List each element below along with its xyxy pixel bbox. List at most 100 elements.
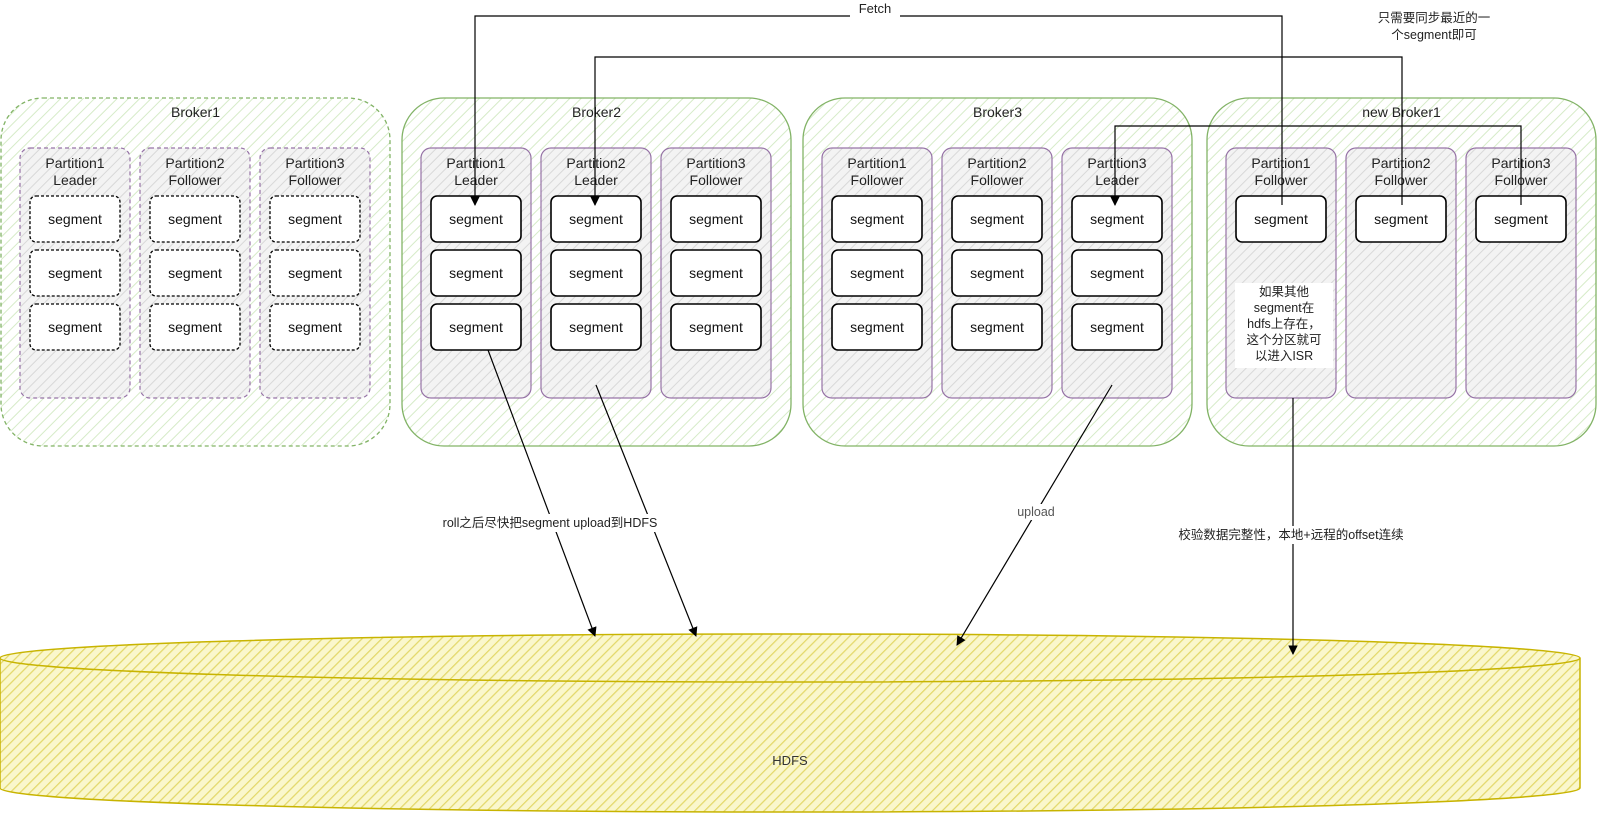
segment-label: segment bbox=[288, 319, 342, 335]
hdfs-label: HDFS bbox=[772, 753, 808, 768]
segment-label: segment bbox=[168, 211, 222, 227]
isr-note-line1: 如果其他 bbox=[1259, 284, 1310, 299]
segment-box: segment bbox=[430, 249, 522, 297]
segment-box: segment bbox=[149, 195, 241, 243]
segment-label: segment bbox=[569, 265, 623, 281]
segment-box: segment bbox=[550, 303, 642, 351]
partition-role: Follower bbox=[289, 172, 342, 188]
segment-box: segment bbox=[269, 249, 361, 297]
segment-frame bbox=[550, 195, 642, 243]
segment-frame bbox=[149, 303, 241, 351]
partition-role: Leader bbox=[574, 172, 618, 188]
segment-frame bbox=[269, 195, 361, 243]
isr-note-bg bbox=[1235, 283, 1333, 368]
segment-box: segment bbox=[670, 195, 762, 243]
segment-label: segment bbox=[168, 265, 222, 281]
segment-box: segment bbox=[951, 195, 1043, 243]
segment-label: segment bbox=[689, 319, 743, 335]
broker-title: Broker1 bbox=[171, 104, 220, 120]
fetch-label: Fetch bbox=[859, 1, 892, 16]
segment-frame bbox=[1235, 195, 1327, 243]
segment-label: segment bbox=[48, 265, 102, 281]
segment-label: segment bbox=[850, 265, 904, 281]
segment-frame bbox=[1071, 249, 1163, 297]
segment-frame bbox=[1071, 195, 1163, 243]
upload-label: upload bbox=[1017, 505, 1055, 519]
segment-frame bbox=[550, 249, 642, 297]
broker-2: Broker2Partition1Leadersegmentsegmentseg… bbox=[401, 97, 792, 447]
segment-frame bbox=[670, 303, 762, 351]
segment-box: segment bbox=[149, 303, 241, 351]
broker-1: Broker1Partition1Leadersegmentsegmentseg… bbox=[0, 97, 391, 447]
segment-frame bbox=[831, 303, 923, 351]
partition-role: Follower bbox=[1255, 172, 1308, 188]
segment-frame bbox=[29, 303, 121, 351]
segment-label: segment bbox=[850, 319, 904, 335]
segment-box: segment bbox=[430, 303, 522, 351]
segment-label: segment bbox=[449, 211, 503, 227]
segment-label: segment bbox=[970, 211, 1024, 227]
upload-label-bg bbox=[1015, 504, 1057, 520]
partition-role: Leader bbox=[1095, 172, 1139, 188]
segment-frame bbox=[269, 303, 361, 351]
segment-frame bbox=[831, 249, 923, 297]
segment-box: segment bbox=[29, 303, 121, 351]
segment-frame bbox=[831, 195, 923, 243]
segment-label: segment bbox=[1254, 211, 1308, 227]
segment-frame bbox=[430, 303, 522, 351]
upload-note: roll之后尽快把segment upload到HDFS bbox=[443, 516, 658, 530]
segment-label: segment bbox=[1090, 265, 1144, 281]
segment-box: segment bbox=[29, 249, 121, 297]
segment-frame bbox=[29, 249, 121, 297]
segment-box: segment bbox=[831, 249, 923, 297]
segment-label: segment bbox=[1494, 211, 1548, 227]
isr-note-line3: hdfs上存在， bbox=[1247, 317, 1321, 331]
segment-box: segment bbox=[29, 195, 121, 243]
segment-box: segment bbox=[430, 195, 522, 243]
sync-note-line2: 个segment即可 bbox=[1391, 28, 1476, 42]
segment-frame bbox=[29, 195, 121, 243]
segment-label: segment bbox=[288, 211, 342, 227]
partition-name: Partition2 bbox=[1371, 155, 1430, 171]
partition-name: Partition2 bbox=[566, 155, 625, 171]
partition-role: Follower bbox=[1375, 172, 1428, 188]
segment-box: segment bbox=[670, 303, 762, 351]
upload-arrow-broker2-p2 bbox=[595, 384, 698, 637]
partition-name: Partition2 bbox=[165, 155, 224, 171]
partition-name: Partition1 bbox=[847, 155, 906, 171]
fetch-label-bg bbox=[850, 4, 900, 18]
segment-label: segment bbox=[689, 211, 743, 227]
upload-arrow-broker2-p1 bbox=[487, 349, 597, 637]
segment-label: segment bbox=[850, 211, 904, 227]
segment-box: segment bbox=[1475, 195, 1567, 243]
partition-role: Follower bbox=[690, 172, 743, 188]
segment-frame bbox=[430, 249, 522, 297]
segment-label: segment bbox=[449, 319, 503, 335]
segment-label: segment bbox=[288, 265, 342, 281]
segment-box: segment bbox=[951, 303, 1043, 351]
segment-frame bbox=[430, 195, 522, 243]
segment-label: segment bbox=[449, 265, 503, 281]
segment-box: segment bbox=[831, 195, 923, 243]
segment-box: segment bbox=[1235, 195, 1327, 243]
segment-label: segment bbox=[689, 265, 743, 281]
broker-4: new Broker1Partition1FollowersegmentPart… bbox=[1206, 97, 1597, 447]
isr-note: 如果其他 segment在 hdfs上存在， 这个分区就可 以进入ISR bbox=[1246, 284, 1321, 363]
segment-label: segment bbox=[1374, 211, 1428, 227]
segment-frame bbox=[269, 249, 361, 297]
broker-3: Broker3Partition1Followersegmentsegments… bbox=[802, 97, 1193, 447]
upload-note-bg bbox=[430, 514, 670, 532]
segment-label: segment bbox=[569, 319, 623, 335]
segment-box: segment bbox=[670, 249, 762, 297]
segment-label: segment bbox=[970, 319, 1024, 335]
segment-label: segment bbox=[970, 265, 1024, 281]
